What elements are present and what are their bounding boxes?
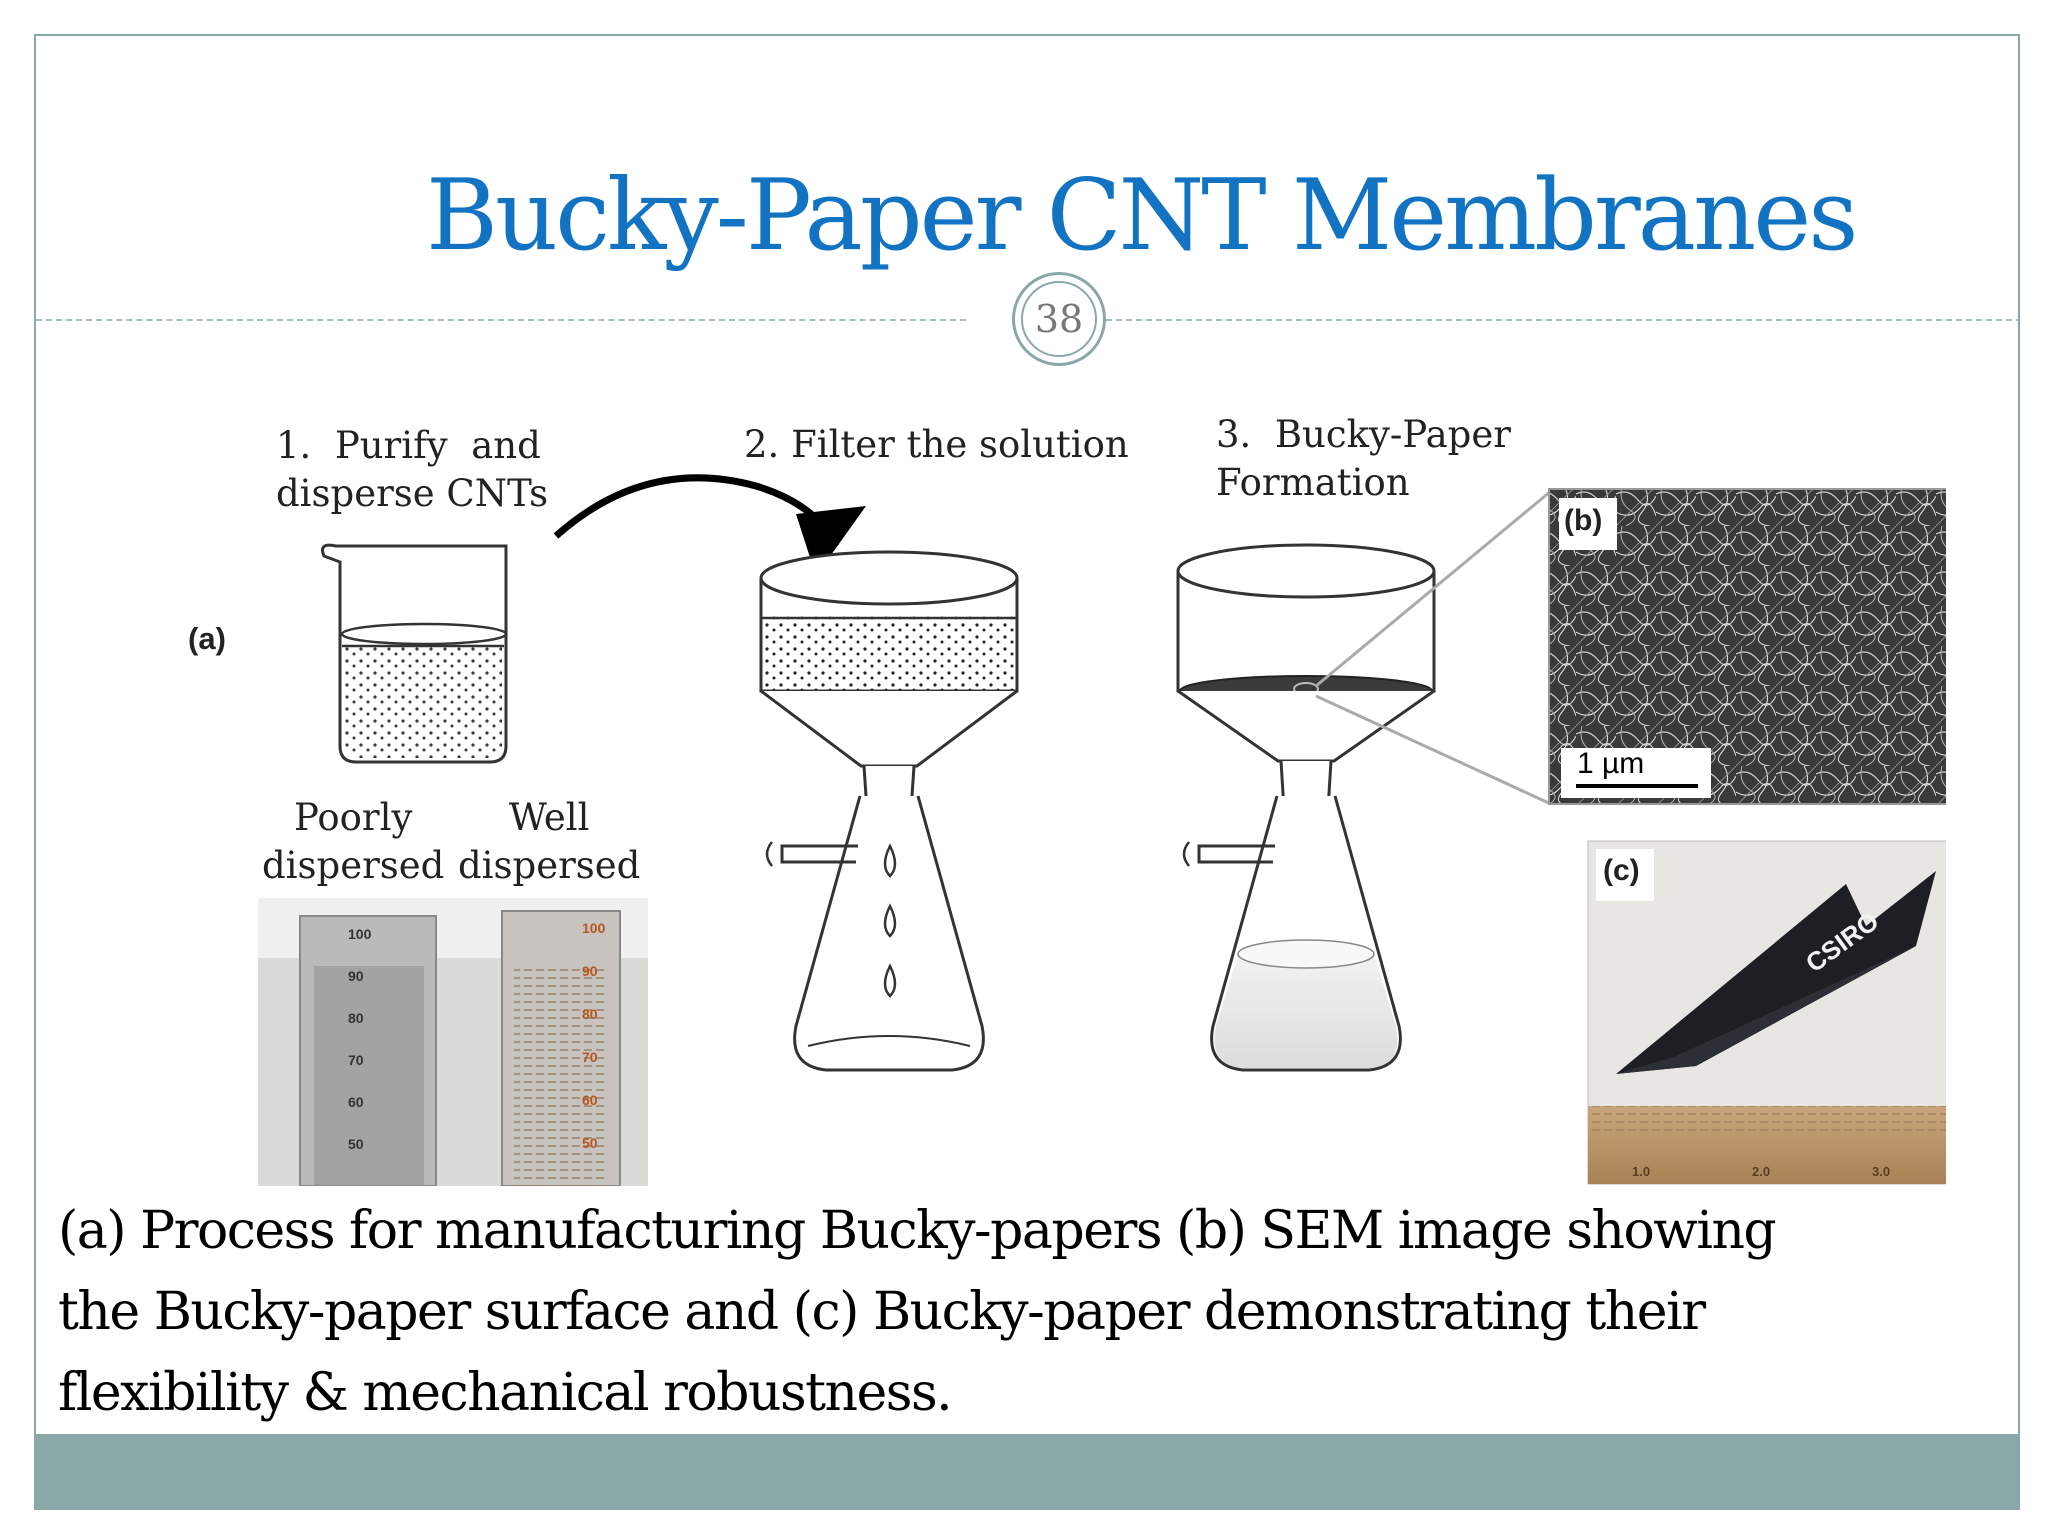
- right-mark: 100: [582, 920, 606, 936]
- slide-number-badge: 38: [1012, 272, 1106, 366]
- header-divider-left: [36, 319, 966, 321]
- sem-image: [1548, 488, 1946, 805]
- slide-number: 38: [1021, 281, 1097, 357]
- panel-b-label: (b): [1564, 504, 1603, 537]
- left-mark: 80: [348, 1010, 364, 1026]
- ruler-mark: 2.0: [1752, 1164, 1771, 1179]
- right-mark: 50: [582, 1135, 598, 1151]
- right-mark: 70: [582, 1049, 598, 1065]
- footer-bar: [36, 1434, 2018, 1508]
- slide: Bucky-Paper CNT Membranes 38: [34, 34, 2020, 1510]
- left-mark: 70: [348, 1052, 364, 1068]
- cylinders-photo: [258, 898, 648, 1186]
- right-mark: 90: [582, 963, 598, 979]
- panel-a-label: (a): [188, 621, 226, 656]
- beaker: [321, 543, 508, 764]
- figure-caption: (a) Process for manufacturing Bucky-pape…: [58, 1201, 1777, 1423]
- step1-label: 1. Purify and disperse CNTs: [276, 424, 549, 516]
- scale-bar-label: 1 µm: [1577, 747, 1645, 780]
- bucky-paper-flask: [1176, 489, 1552, 1072]
- panel-c-label: (c): [1603, 854, 1640, 887]
- process-figure: 1. Purify and disperse CNTs 2. Filter th…: [176, 406, 1946, 1186]
- step3-label: 3. Bucky-Paper Formation: [1216, 413, 1511, 505]
- poorly-dispersed-label: Poorly dispersed: [262, 796, 445, 888]
- left-mark: 60: [348, 1094, 364, 1110]
- left-mark: 90: [348, 968, 364, 984]
- bucky-paper-photo: [1587, 840, 1946, 1185]
- slide-title: Bucky-Paper CNT Membranes: [426, 159, 1859, 273]
- step2-label: 2. Filter the solution: [744, 423, 1129, 466]
- header-divider-right: [1096, 319, 2018, 321]
- process-illustration: [258, 474, 1946, 1186]
- left-mark: 100: [348, 926, 372, 942]
- right-mark: 60: [582, 1092, 598, 1108]
- ruler-mark: 1.0: [1632, 1164, 1651, 1179]
- well-dispersed-label: Well dispersed: [458, 796, 641, 888]
- right-mark: 80: [582, 1006, 598, 1022]
- ruler-mark: 3.0: [1872, 1164, 1891, 1179]
- left-mark: 50: [348, 1136, 364, 1152]
- filter-flask: [759, 550, 1019, 1072]
